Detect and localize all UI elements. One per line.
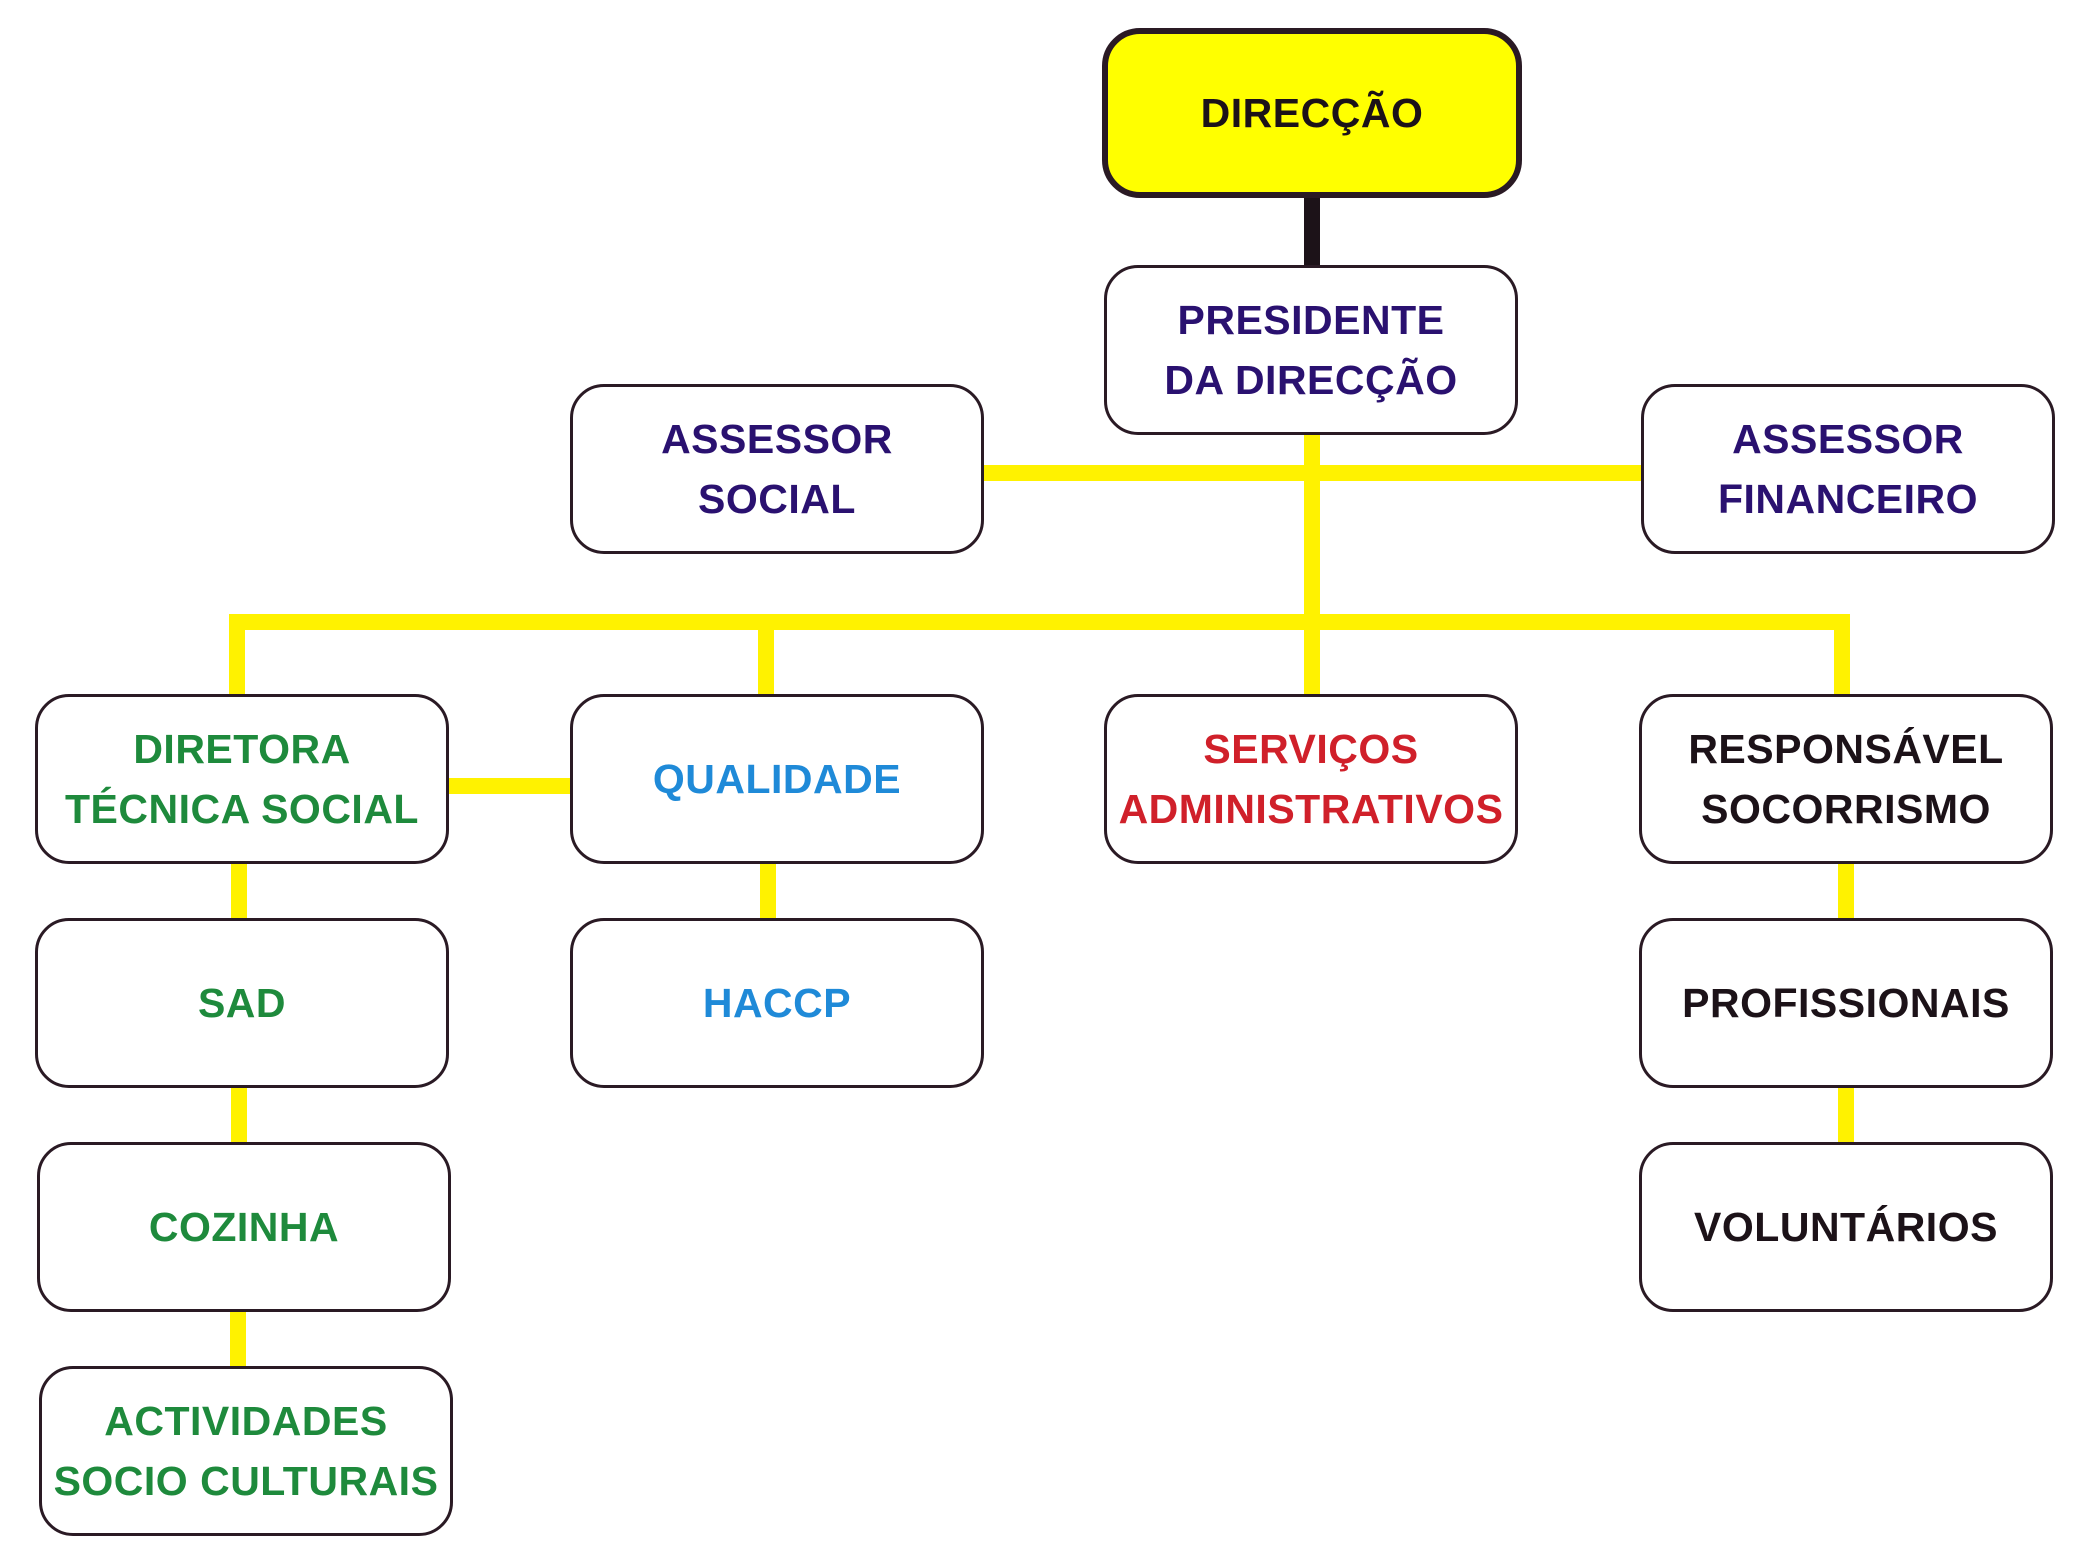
node-assessor-financeiro-line-2: FINANCEIRO bbox=[1717, 476, 1979, 522]
node-sad-label: SAD bbox=[197, 980, 287, 1026]
node-haccp-label: HACCP bbox=[702, 980, 852, 1026]
node-actividades: ACTIVIDADES SOCIO CULTURAIS bbox=[39, 1366, 453, 1536]
node-diretora: DIRETORA TÉCNICA SOCIAL bbox=[35, 694, 449, 864]
node-sad: SAD bbox=[35, 918, 449, 1088]
node-presidente-line-1: PRESIDENTE bbox=[1177, 297, 1445, 343]
node-responsavel-line-1: RESPONSÁVEL bbox=[1688, 726, 2004, 772]
node-responsavel: RESPONSÁVEL SOCORRISMO bbox=[1639, 694, 2053, 864]
node-presidente: PRESIDENTE DA DIRECÇÃO bbox=[1104, 265, 1518, 435]
node-assessor-social-line-2: SOCIAL bbox=[698, 476, 856, 522]
node-presidente-line-2: DA DIRECÇÃO bbox=[1164, 357, 1458, 403]
node-responsavel-line-2: SOCORRISMO bbox=[1701, 786, 1991, 832]
node-cozinha: COZINHA bbox=[37, 1142, 451, 1312]
node-haccp: HACCP bbox=[570, 918, 984, 1088]
node-profissionais-label: PROFISSIONAIS bbox=[1682, 980, 2010, 1026]
node-direccao-label: DIRECÇÃO bbox=[1200, 90, 1424, 136]
node-servicos-line-1: SERVIÇOS bbox=[1203, 726, 1419, 772]
node-voluntarios-label: VOLUNTÁRIOS bbox=[1694, 1204, 1998, 1250]
node-profissionais: PROFISSIONAIS bbox=[1639, 918, 2053, 1088]
node-servicos: SERVIÇOS ADMINISTRATIVOS bbox=[1104, 694, 1518, 864]
node-diretora-line-2: TÉCNICA SOCIAL bbox=[65, 786, 419, 832]
node-cozinha-label: COZINHA bbox=[148, 1204, 340, 1250]
node-actividades-line-2: SOCIO CULTURAIS bbox=[53, 1458, 439, 1504]
node-qualidade: QUALIDADE bbox=[570, 694, 984, 864]
node-assessor-social: ASSESSOR SOCIAL bbox=[570, 384, 984, 554]
node-voluntarios: VOLUNTÁRIOS bbox=[1639, 1142, 2053, 1312]
node-actividades-line-1: ACTIVIDADES bbox=[104, 1398, 388, 1444]
node-assessor-financeiro: ASSESSOR FINANCEIRO bbox=[1641, 384, 2055, 554]
node-servicos-line-2: ADMINISTRATIVOS bbox=[1118, 786, 1504, 832]
node-diretora-line-1: DIRETORA bbox=[133, 726, 351, 772]
node-assessor-financeiro-line-1: ASSESSOR bbox=[1732, 416, 1964, 462]
node-qualidade-label: QUALIDADE bbox=[652, 756, 902, 802]
node-assessor-social-line-1: ASSESSOR bbox=[661, 416, 893, 462]
node-direccao: DIRECÇÃO bbox=[1102, 28, 1522, 198]
